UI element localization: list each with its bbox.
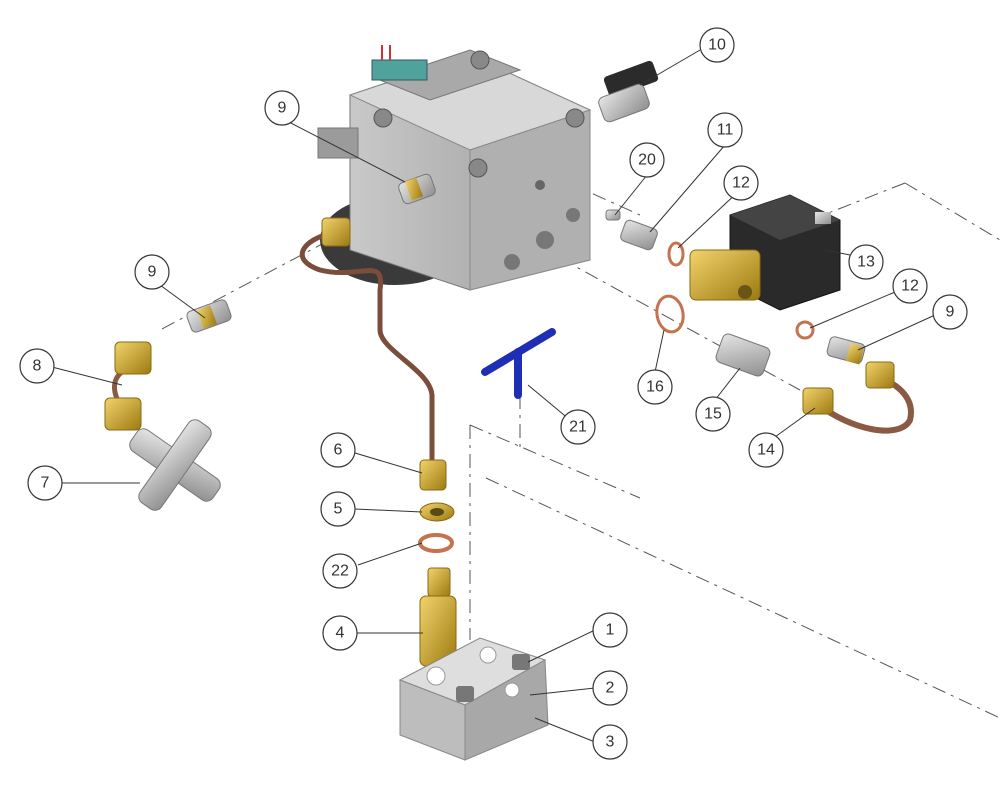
ball-valve-10 — [598, 60, 659, 123]
fitting-9-right — [826, 336, 866, 365]
copper-pipe — [299, 229, 435, 463]
callout-12-top: 12 — [732, 175, 750, 192]
callout-20: 20 — [638, 152, 656, 169]
callout-9-top: 9 — [278, 100, 287, 117]
callout-3: 3 — [606, 734, 615, 751]
mount-block — [398, 637, 549, 761]
fitting-11 — [620, 219, 658, 251]
construction-lines — [159, 169, 1000, 719]
boiler-block — [317, 45, 592, 291]
nozzle-4 — [419, 567, 457, 667]
fitting-9-top — [398, 173, 436, 205]
fitting-15 — [715, 333, 771, 377]
callout-13: 13 — [857, 254, 875, 271]
callout-4: 4 — [336, 625, 345, 642]
callout-11: 11 — [717, 122, 734, 139]
callout-2: 2 — [606, 680, 615, 697]
callout-1: 1 — [606, 622, 615, 639]
tee-21 — [481, 328, 556, 399]
callout-8: 8 — [33, 358, 42, 375]
callout-22: 22 — [331, 563, 349, 580]
pipe-14 — [802, 361, 914, 434]
callout-9-left: 9 — [148, 264, 157, 281]
o-ring-22 — [418, 533, 454, 553]
callout-16: 16 — [646, 379, 664, 396]
o-ring-16 — [655, 294, 685, 334]
solenoid-valve-13 — [689, 194, 841, 311]
o-ring-12b — [795, 320, 815, 340]
fitting-on-block — [321, 217, 351, 247]
nut-6 — [419, 459, 447, 491]
cross-7 — [129, 419, 221, 511]
leader-lines — [47, 49, 936, 743]
callout-7: 7 — [41, 475, 50, 492]
callout-6: 6 — [334, 442, 343, 459]
callout-5: 5 — [334, 501, 343, 518]
callout-9-right: 9 — [946, 304, 955, 321]
pipe-8 — [104, 341, 152, 431]
callout-10: 10 — [708, 37, 726, 54]
callout-circles — [19, 27, 968, 760]
callout-12-right: 12 — [901, 278, 919, 295]
callout-15: 15 — [704, 406, 722, 423]
callout-21: 21 — [569, 419, 587, 436]
fitting-9-left — [186, 299, 232, 333]
o-ring-12a — [667, 241, 685, 267]
callout-14: 14 — [757, 442, 775, 459]
